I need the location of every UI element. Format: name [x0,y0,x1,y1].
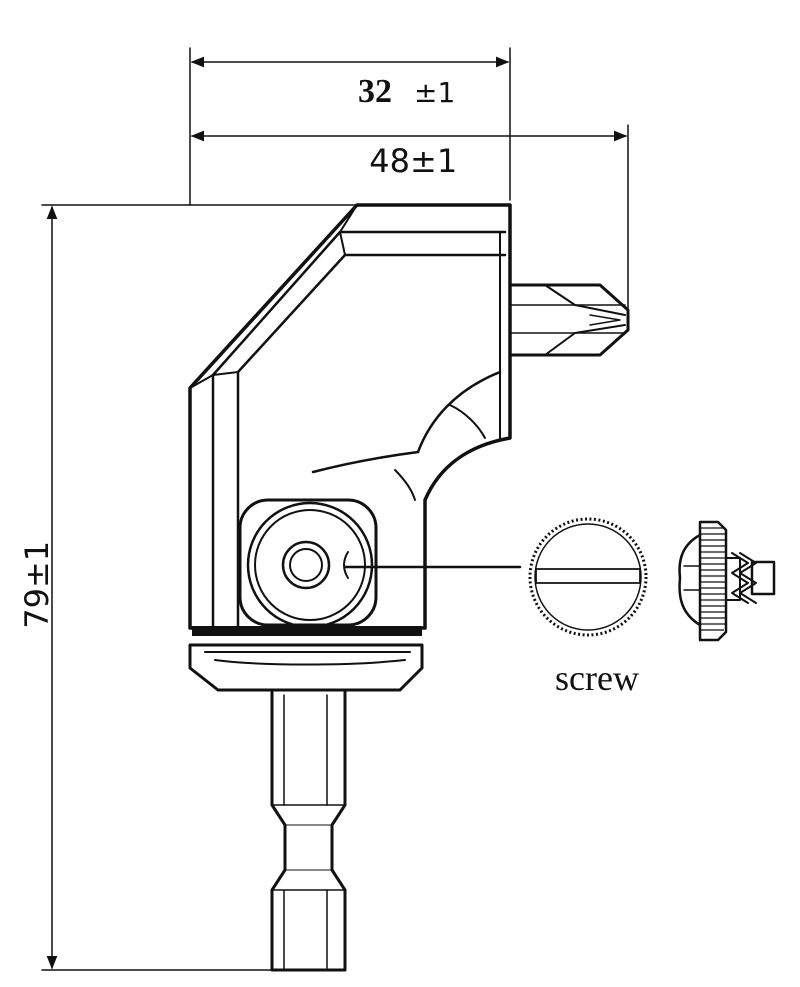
screw-front-view [528,517,648,637]
dimension-width-outer: 48 ±1 [190,124,629,316]
dimension-width-outer-tolerance: ±1 [410,142,457,180]
dimension-height-value: 79 [18,588,56,629]
screw-side-view [678,520,776,642]
base-collar [188,626,424,692]
dimension-height-tolerance: ±1 [18,541,56,588]
bit-tip [508,283,630,357]
hex-shank [270,688,347,972]
callout-label: screw [555,658,639,698]
dimension-width-inner-value: 32 [358,73,392,110]
dimension-width-outer-value: 48 [369,142,410,180]
dimension-height: 79 ±1 [18,204,361,971]
dimension-width-inner: 32 ±1 [189,47,511,206]
adapter-body [188,203,512,630]
dimension-width-inner-tolerance: ±1 [414,76,455,109]
screw-boss [238,498,378,629]
